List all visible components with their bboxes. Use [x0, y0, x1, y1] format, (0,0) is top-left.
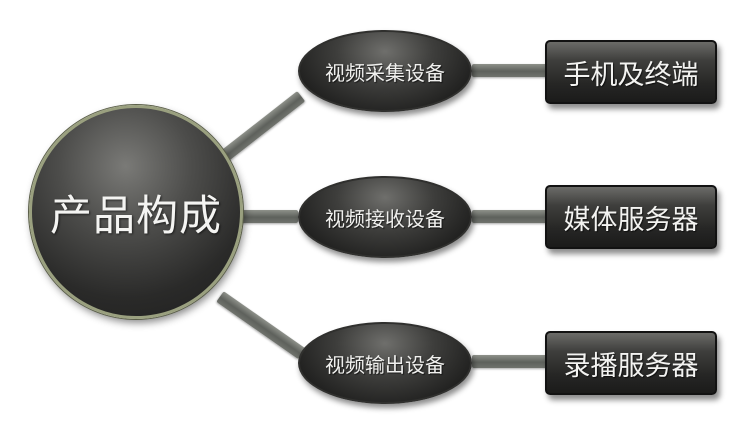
- box-label-terminal: 手机及终端: [563, 59, 699, 91]
- oval-label-output: 视频输出设备: [325, 352, 445, 377]
- box-recording-server: 录播服务器: [545, 331, 717, 395]
- box-label-recording-server: 录播服务器: [563, 350, 699, 382]
- box-media-server: 媒体服务器: [545, 185, 717, 249]
- box-phone-and-terminal: 手机及终端: [545, 40, 717, 104]
- connector-receive-to-media-server: [472, 210, 548, 223]
- hub-circle: 产品构成: [29, 105, 243, 319]
- connector-output-to-recording-server: [472, 355, 548, 368]
- oval-label-receive: 视频接收设备: [325, 206, 445, 231]
- connector-hub-to-receive: [240, 210, 298, 223]
- oval-video-capture-device: 视频采集设备: [298, 30, 472, 112]
- connector-hub-to-output: [216, 291, 306, 360]
- hub-label: 产品构成: [49, 190, 222, 240]
- connector-capture-to-terminal: [472, 64, 548, 77]
- connector-hub-to-capture: [219, 91, 306, 162]
- oval-video-output-device: 视频输出设备: [298, 322, 472, 404]
- box-label-media-server: 媒体服务器: [563, 204, 699, 236]
- oval-video-receive-device: 视频接收设备: [298, 176, 472, 258]
- oval-label-capture: 视频采集设备: [325, 60, 445, 85]
